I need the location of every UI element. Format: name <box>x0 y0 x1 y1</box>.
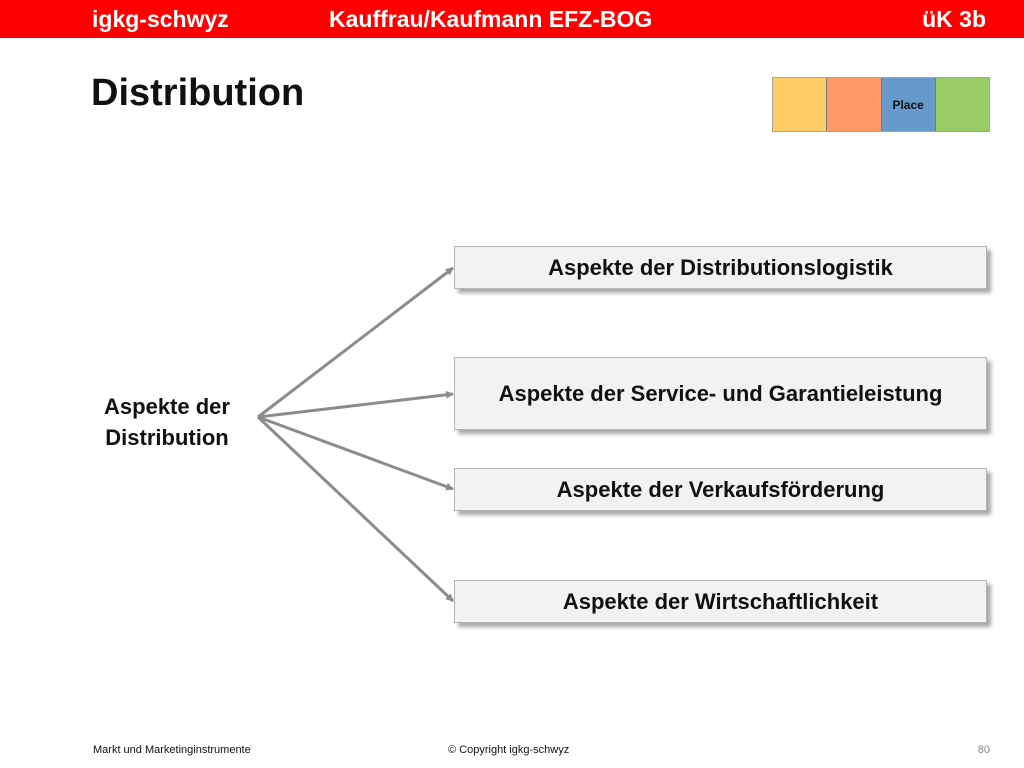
arrow-to-branch-4 <box>256 415 455 603</box>
branch-verkaufsfoerderung: Aspekte der Verkaufsförderung <box>454 468 987 511</box>
arrow-to-branch-1 <box>257 266 454 419</box>
root-node: Aspekte der Distribution <box>104 394 230 450</box>
header-bar: igkg-schwyz Kauffrau/Kaufmann EFZ-BOG üK… <box>0 0 1024 38</box>
branch-distributionslogistik: Aspekte der Distributionslogistik <box>454 246 987 289</box>
arrow-to-branch-2 <box>257 390 454 419</box>
footer-topic: Markt und Marketinginstrumente <box>93 744 251 756</box>
mix-segment-place: Place <box>881 78 936 131</box>
marketing-mix-indicator: Place <box>772 77 990 132</box>
mix-segment-4 <box>935 78 989 131</box>
page-number: 80 <box>977 744 990 756</box>
branch-wirtschaftlichkeit: Aspekte der Wirtschaftlichkeit <box>454 580 987 623</box>
arrow-to-branch-3 <box>257 415 454 491</box>
header-organization: igkg-schwyz <box>92 6 229 32</box>
header-course: Kauffrau/Kaufmann EFZ-BOG <box>329 6 653 32</box>
footer-copyright: © Copyright igkg-schwyz <box>448 744 570 756</box>
page-title: Distribution <box>91 72 305 114</box>
header-module: üK 3b <box>922 6 986 32</box>
mix-segment-place-label: Place <box>892 98 924 112</box>
mix-segment-1 <box>773 78 828 131</box>
branch-service-garantieleistung: Aspekte der Service- und Garantieleistun… <box>454 357 987 430</box>
mix-segment-2 <box>827 78 882 131</box>
